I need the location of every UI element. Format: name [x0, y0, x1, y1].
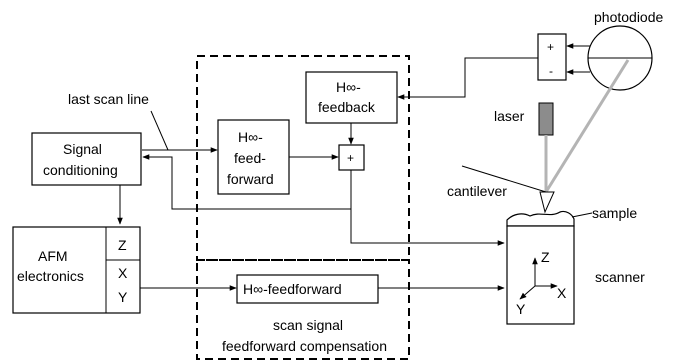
afm-port-x: X [118, 265, 128, 281]
hinf-feedforward-symbol: H∞- [238, 129, 263, 145]
afm-label-2: electronics [17, 268, 84, 284]
scanner-block [506, 225, 575, 325]
hinf-feedforward-block [217, 119, 290, 195]
diff-plus-sign: + [547, 40, 554, 54]
summing-junction [338, 144, 365, 171]
compensation-label-1: scan signal [273, 317, 343, 333]
afm-electronics-block [12, 226, 141, 314]
cantilever-label: cantilever [447, 183, 507, 199]
last-scan-line-label: last scan line [68, 91, 149, 107]
axis-x-label: X [557, 285, 567, 301]
sample [506, 210, 575, 227]
hinf-scan-feedforward-block [236, 274, 379, 304]
hinf-feedback-label: feedback [318, 99, 376, 115]
photodiode [587, 25, 653, 91]
sample-label: sample [592, 205, 637, 221]
axis-z-label: Z [541, 249, 550, 265]
deflection-signal-wire [397, 57, 538, 100]
hinf-scan-feedforward-label: H∞-feedforward [243, 281, 342, 297]
laser-label: laser [494, 108, 525, 124]
sample-leader [571, 212, 593, 218]
cantilever-beam [461, 165, 547, 193]
return-wire [142, 154, 351, 210]
signal-conditioning-label-2: conditioning [43, 162, 118, 178]
signal-conditioning-label-1: Signal [63, 141, 102, 157]
afm-port-y: Y [118, 289, 128, 305]
photodiode-label: photodiode [594, 9, 664, 25]
scanner-label: scanner [595, 269, 645, 285]
afm-port-z: Z [118, 237, 127, 253]
differential-amplifier [537, 33, 567, 81]
afm-label-1: AFM [38, 248, 68, 264]
cantilever-tip [539, 191, 555, 214]
hinf-feedforward-label-1: feed- [234, 150, 266, 166]
sum-plus-sign: + [347, 151, 354, 165]
signal-conditioning-block [31, 132, 142, 186]
hinf-feedforward-label-2: forward [227, 171, 274, 187]
compensation-region [196, 259, 410, 360]
axis-y-label: Y [516, 301, 526, 317]
reflected-laser-beam [544, 59, 630, 193]
diff-minus-sign: - [549, 64, 553, 78]
compensation-label-2: feedforward compensation [222, 338, 387, 354]
last-scan-line-leader [150, 110, 169, 151]
laser [538, 102, 554, 136]
axis-y-arrow [519, 285, 536, 300]
hinf-feedback-symbol: H∞- [336, 79, 361, 95]
z-control-wire [350, 170, 505, 246]
hinf-feedback-block [305, 71, 398, 124]
